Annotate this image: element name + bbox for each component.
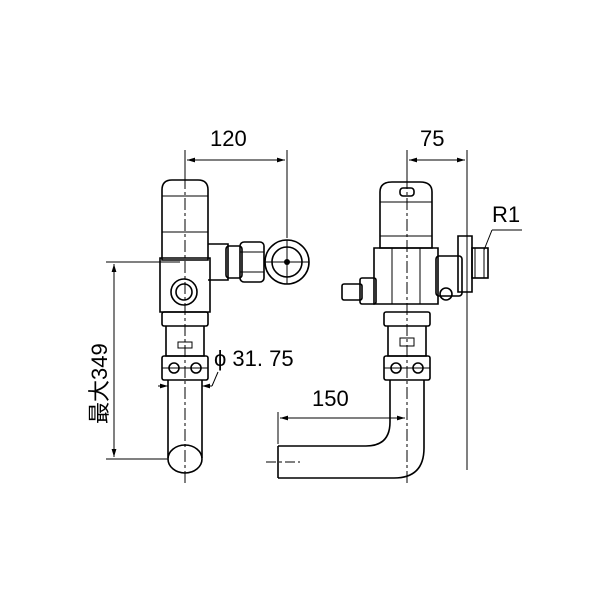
dimension-75: 75 (406, 126, 465, 180)
inlet-flange (457, 235, 473, 293)
side-body-mid (373, 247, 439, 305)
side-view (266, 150, 489, 484)
dimension-120: 120 (184, 126, 288, 238)
valve-side-arm (208, 243, 229, 281)
thread-r1-label: R1 (492, 202, 520, 227)
dimension-150: 150 (277, 386, 405, 444)
valve-body-upper (161, 179, 209, 261)
control-nut (170, 278, 198, 306)
dimension-max-349: 最大349 (87, 261, 180, 460)
dim-75-label: 75 (420, 126, 444, 151)
dim-120-label: 120 (210, 126, 247, 151)
dim-150-label: 150 (312, 386, 349, 411)
front-view (159, 156, 310, 486)
thread-callout: R1 (483, 202, 522, 251)
dim-349-label: 最大349 (87, 343, 112, 424)
dim-diameter-label: ϕ 31. 75 (214, 346, 294, 371)
union-nut (239, 241, 265, 283)
side-stop-nut (359, 277, 377, 305)
dimension-diameter: ϕ 31. 75 (158, 346, 294, 389)
valve-body-lower (159, 257, 211, 313)
side-flush-pipe (278, 380, 391, 447)
side-body-upper (379, 181, 433, 249)
inlet-thread-r1 (471, 247, 489, 279)
